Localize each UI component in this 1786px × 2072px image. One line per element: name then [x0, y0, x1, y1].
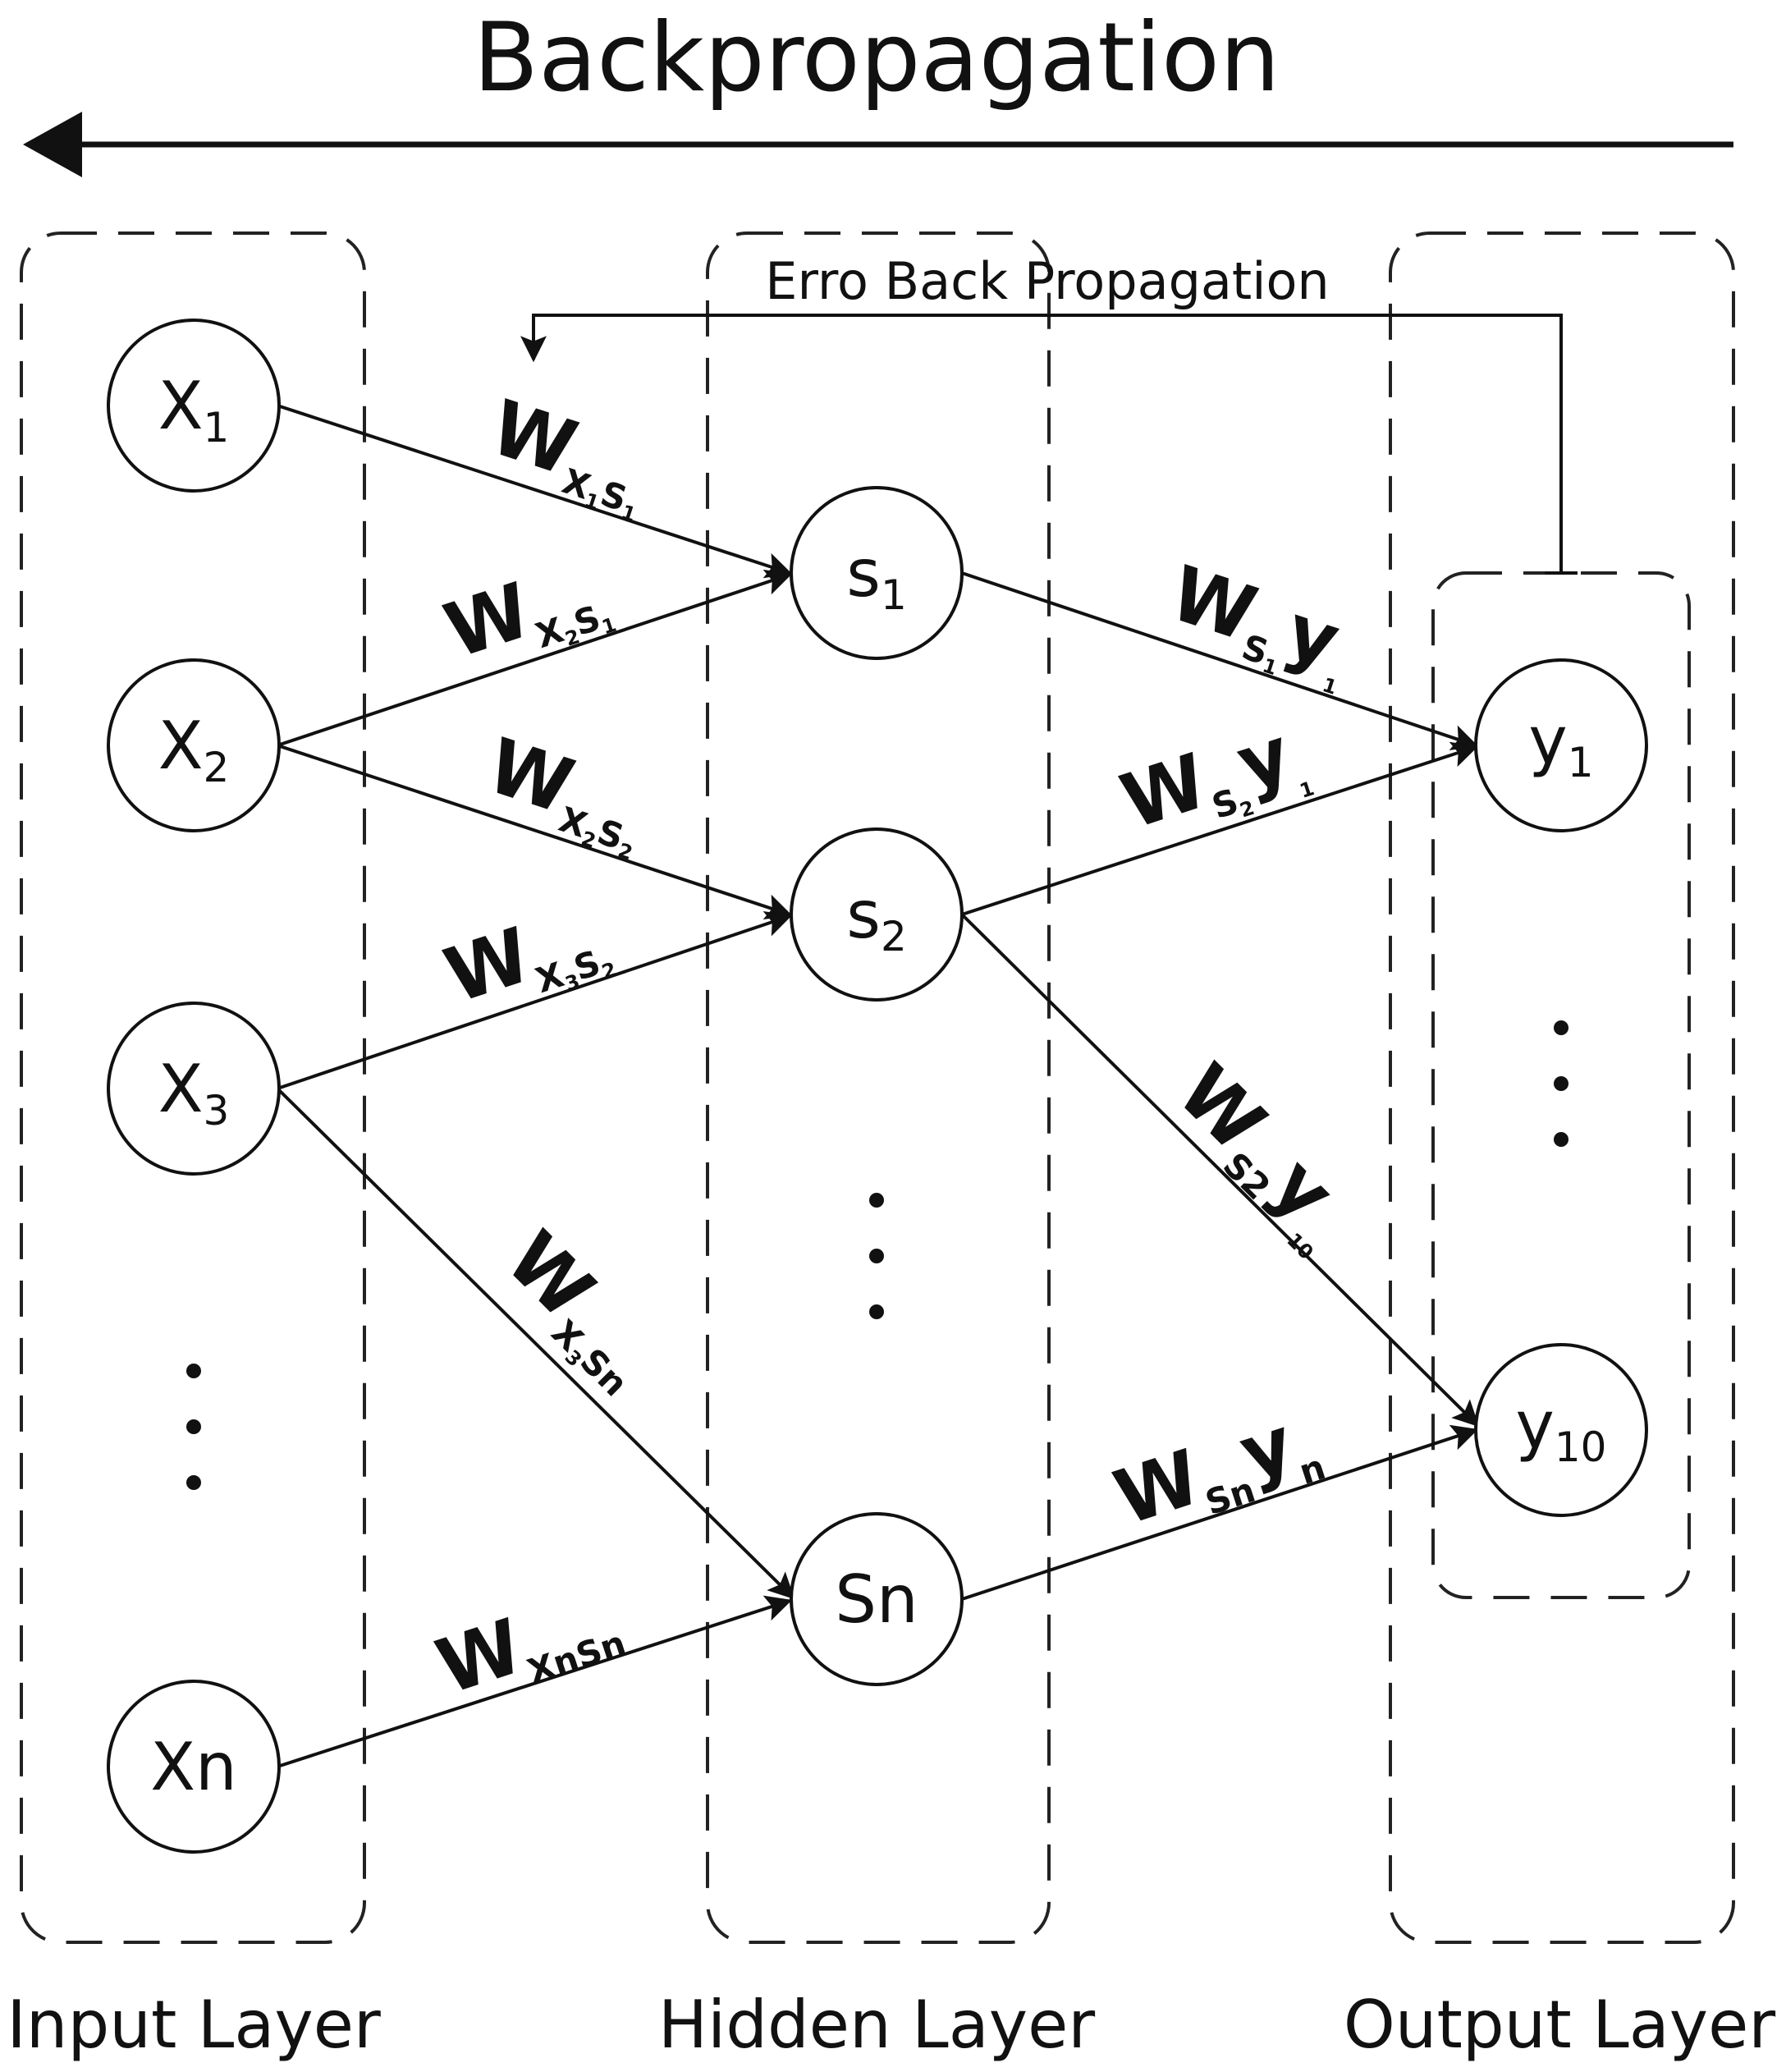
node-x1: X1 [107, 319, 281, 493]
input-layer-label: Input Layer [7, 1987, 381, 2063]
svg-text:Sn: Sn [835, 1561, 918, 1638]
node-y1-main: y [1528, 703, 1567, 779]
node-s1: s1 [790, 486, 964, 660]
node-x2: X2 [107, 658, 281, 832]
output-inner-box [1431, 571, 1691, 1599]
error-feedback-arrow [520, 314, 1578, 575]
svg-text:WXnSn: WXnSn [427, 1571, 630, 1718]
output-layer-label: Output Layer [1344, 1987, 1775, 2063]
node-s2-sub: 2 [881, 913, 907, 960]
node-y10-sub: 10 [1555, 1423, 1607, 1471]
node-y10-main: y [1516, 1387, 1555, 1464]
node-y1-sub: 1 [1568, 739, 1594, 786]
input-ellipsis [186, 1364, 201, 1490]
svg-text:X2: X2 [158, 708, 230, 791]
node-x3-main: X [158, 1051, 204, 1127]
edge-s2-y1 [961, 741, 1479, 916]
diagram-title: Backpropagation [474, 2, 1280, 113]
svg-text:s1: s1 [846, 535, 907, 619]
weight-xnsn-main: W [427, 1602, 534, 1712]
node-s1-main: s [846, 535, 881, 612]
edge-s2-y10 [960, 913, 1480, 1428]
node-x3: X3 [107, 1002, 281, 1176]
edge-sn-y10 [961, 1424, 1479, 1601]
svg-text:WX2S2: WX2S2 [474, 722, 658, 864]
backprop-arrow [23, 112, 1733, 177]
weight-s2y1-sub3: y [1227, 710, 1301, 809]
svg-text:WS1y1: WS1y1 [1156, 549, 1362, 699]
svg-text:y1: y1 [1528, 703, 1593, 786]
node-sn-main: Sn [835, 1561, 918, 1638]
hidden-layer-box [706, 231, 1051, 1944]
node-y1: y1 [1474, 658, 1648, 832]
node-s2-main: s [846, 877, 881, 953]
edge-x2-s1 [277, 569, 793, 747]
node-s2: s2 [790, 827, 964, 1002]
node-xn-main: Xn [150, 1729, 237, 1805]
edge-s1-y1 [961, 571, 1479, 751]
weight-s1y1-sub3: y [1275, 587, 1349, 685]
edge-xn-sn [277, 1595, 793, 1768]
edge-x3-sn [276, 1087, 795, 1600]
weight-s2y1-sub4: 1 [1297, 777, 1317, 803]
node-x2-sub: 2 [204, 744, 230, 791]
output-layer-box [1389, 231, 1735, 1944]
node-s1-sub: 1 [881, 571, 907, 619]
node-x1-sub: 1 [204, 404, 230, 452]
hidden-layer-label: Hidden Layer [658, 1987, 1095, 2063]
svg-text:X3: X3 [158, 1051, 230, 1135]
svg-text:WX3S2: WX3S2 [435, 887, 620, 1029]
node-y10: y10 [1474, 1343, 1648, 1517]
weight-x2s1-main: W [435, 566, 542, 676]
weight-label-x2s2: WX2S2 [474, 722, 658, 864]
weight-label-xnsn: WXnSn [427, 1571, 630, 1718]
svg-text:WX1S1: WX1S1 [477, 383, 662, 526]
svg-text:y10: y10 [1516, 1387, 1607, 1471]
edge-x2-s2 [277, 744, 793, 920]
input-layer-box [20, 231, 366, 1944]
weight-label-x3s2: WX3S2 [435, 887, 620, 1029]
edge-x3-s2 [277, 911, 793, 1090]
weight-label-s2y10: WS2y10 [1154, 1047, 1371, 1264]
weight-label-sny: WSnyn [1103, 1392, 1330, 1549]
node-sn: Sn [790, 1512, 964, 1686]
weight-s2y10-sub3: y [1254, 1141, 1351, 1238]
weight-label-s1y1: WS1y1 [1156, 549, 1362, 699]
weight-s2y1-main: W [1111, 737, 1218, 846]
node-xn: Xn [107, 1680, 281, 1854]
svg-text:WX3Sn: WX3Sn [483, 1215, 674, 1406]
node-x1-main: X [158, 368, 204, 444]
weight-s2y10-main: W [1161, 1047, 1281, 1168]
weight-sny-sub4: n [1294, 1446, 1330, 1492]
svg-text:X1: X1 [158, 368, 230, 452]
edges [276, 404, 1480, 1768]
hidden-ellipsis [869, 1193, 884, 1319]
svg-text:Xn: Xn [150, 1729, 237, 1805]
weight-xnsn-sub: XnSn [523, 1623, 631, 1692]
weight-sny-main: W [1105, 1433, 1211, 1543]
svg-text:WSnyn: WSnyn [1103, 1392, 1330, 1549]
weight-label-x3sn: WX3Sn [483, 1215, 674, 1406]
edge-x1-s1 [277, 404, 793, 579]
svg-text:s2: s2 [846, 877, 907, 960]
error-feedback-label: Erro Back Propagation [765, 251, 1329, 311]
svg-text:WS2y10: WS2y10 [1154, 1047, 1371, 1264]
node-x3-sub: 3 [204, 1087, 230, 1135]
node-x2-main: X [158, 708, 204, 784]
output-ellipsis [1554, 1020, 1568, 1147]
weight-label-x1s1: WX1S1 [477, 383, 662, 526]
